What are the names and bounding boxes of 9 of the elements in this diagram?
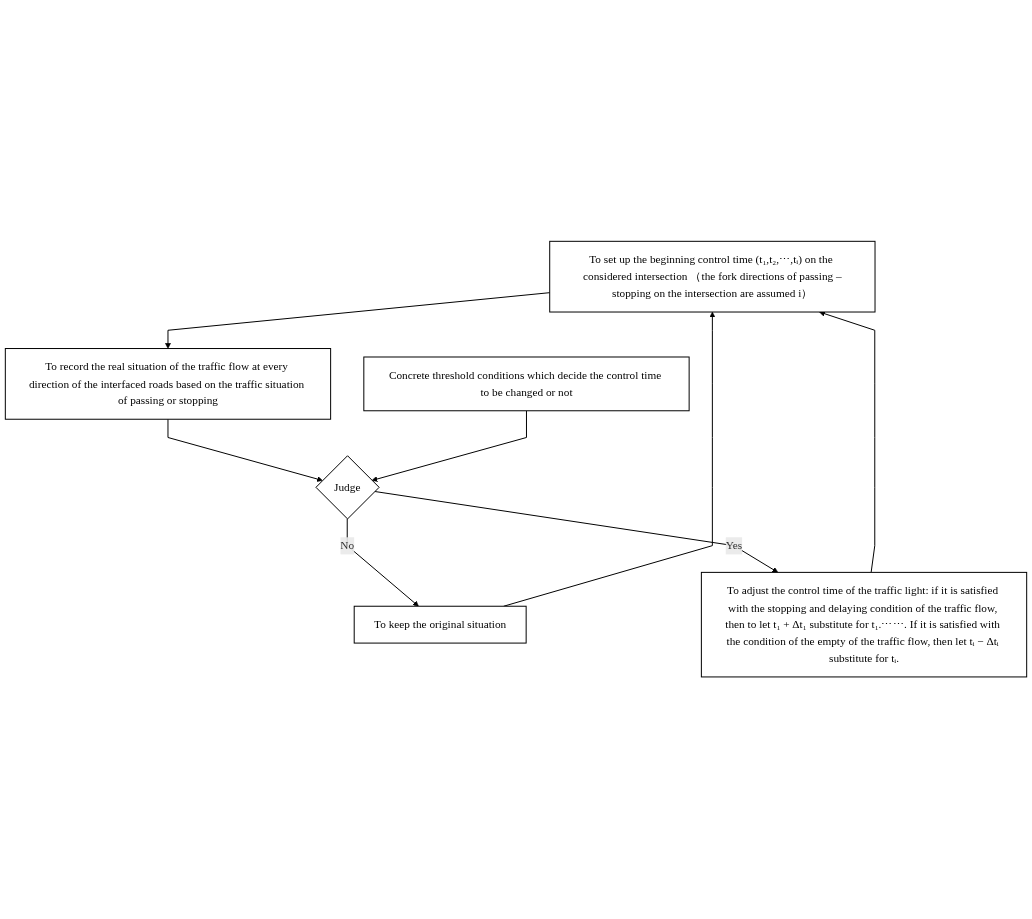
edge-label: Yes — [725, 539, 743, 553]
edge-label: No — [340, 539, 355, 553]
node-diamond: Judge — [315, 455, 380, 520]
arrow — [374, 491, 779, 573]
node-box: To set up the beginning control time (t₁,t₂,⋯,tᵢ) on the considered intersection （the fork directions of passing –stopping on the intersection are assumed i） — [549, 241, 876, 313]
node-box: Concrete threshold conditions which decide the control time to be changed or not — [363, 356, 690, 412]
node-box: To keep the original situation — [353, 606, 527, 644]
node-box: To adjust the control time of the traffic light: if it is satisfied with the stopping and delaying condition of the traffic flow, then to let t₁ + Δt₁ substitute for t₁.⋯⋯. If it is satisfied with the condition of the empty of the traffic flow, then let tᵢ − Δtᵢ substitute for tᵢ. — [700, 572, 1028, 678]
node-box: To record the real situation of the traffic flow at every direction of the interfaced roads based on the traffic situation of passing or stopping — [4, 348, 332, 421]
